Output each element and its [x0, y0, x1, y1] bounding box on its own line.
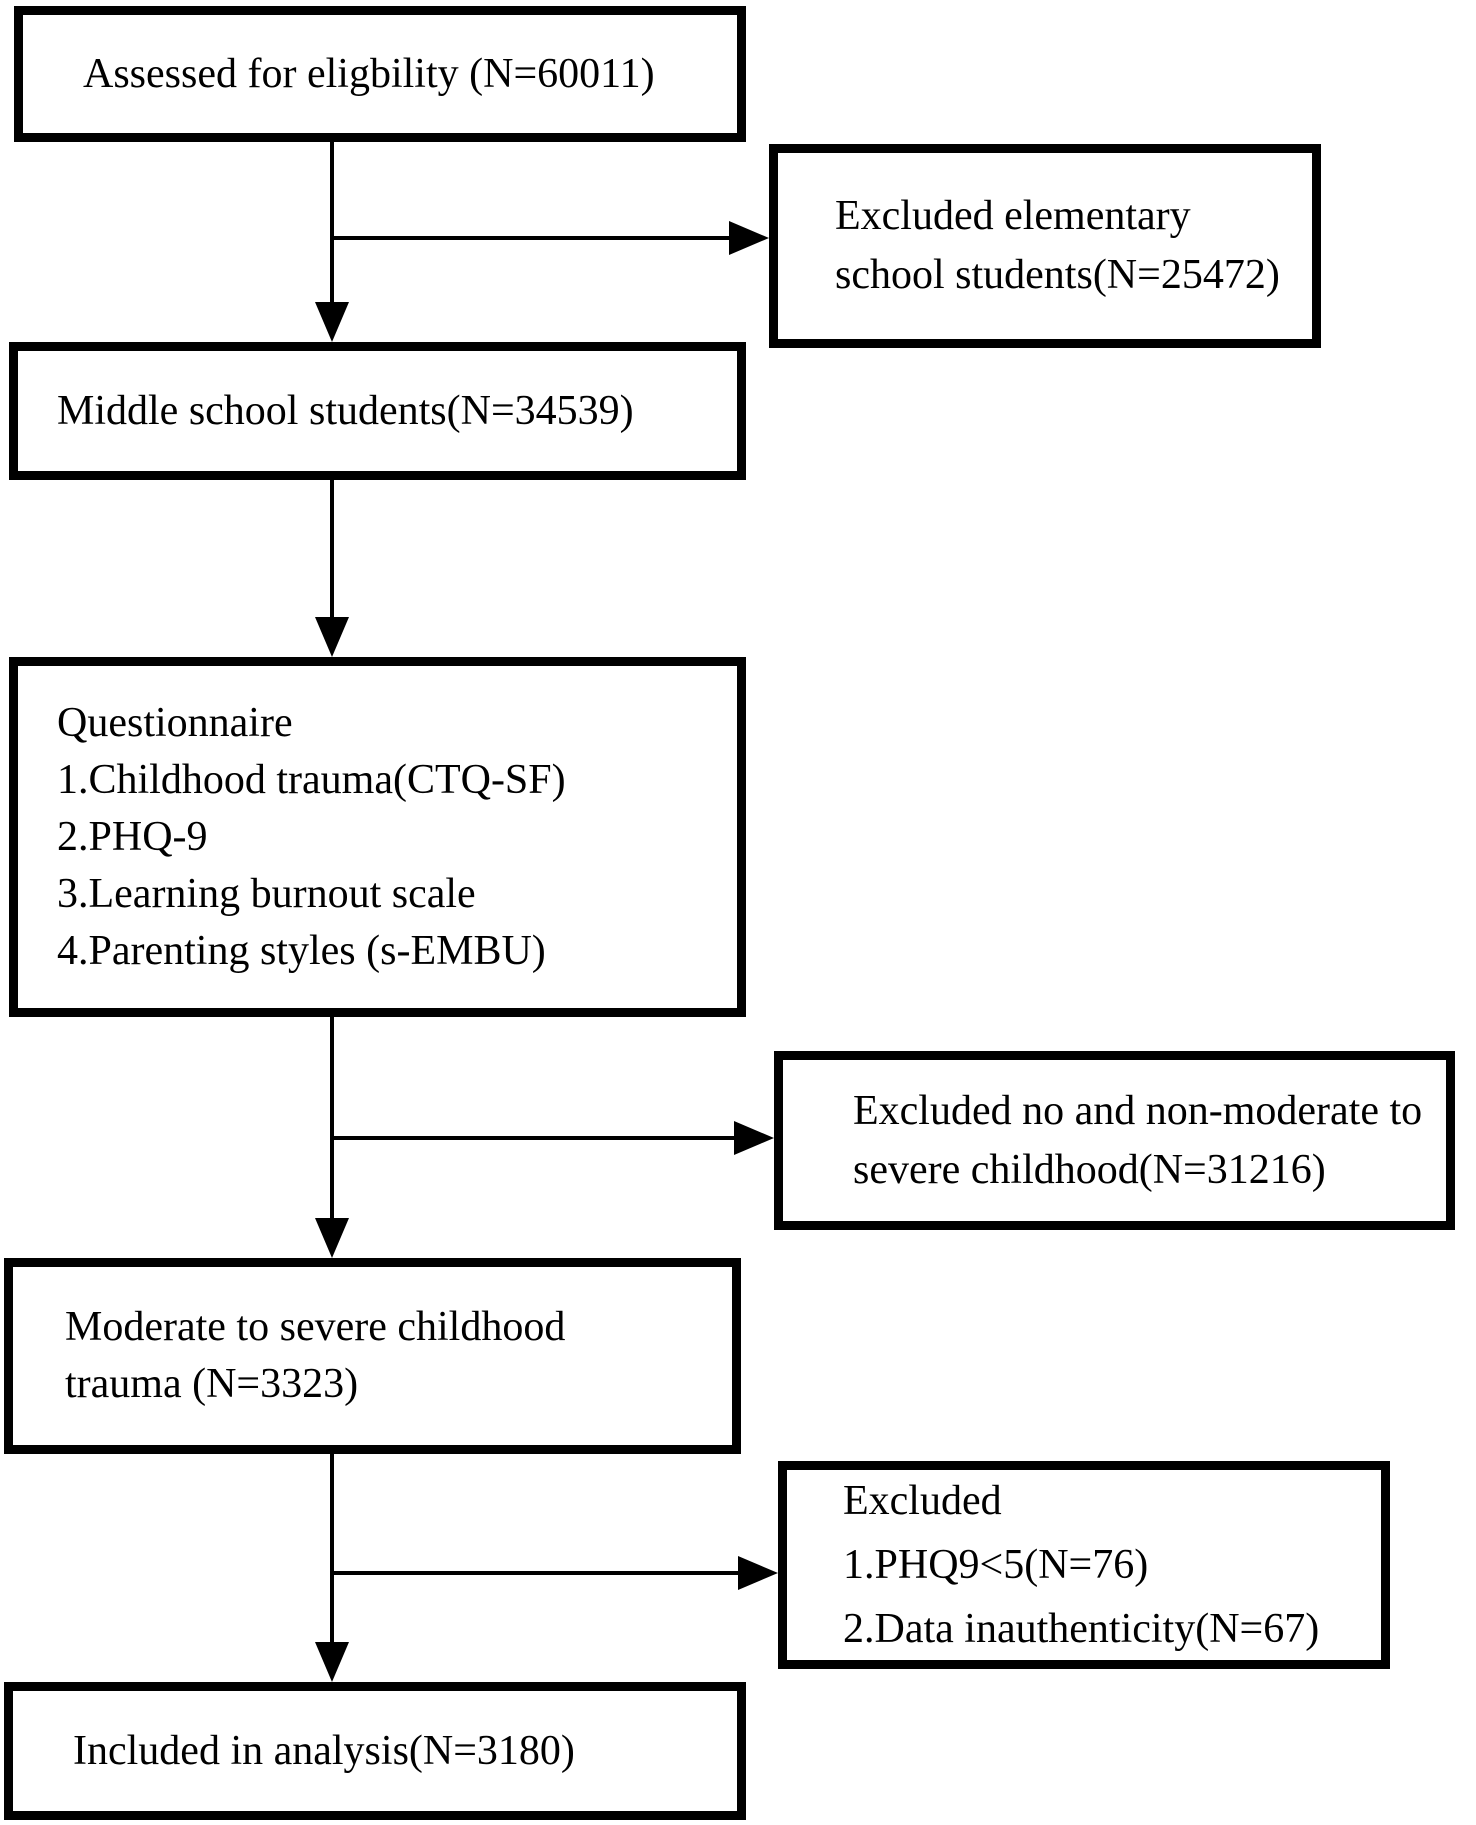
- box-moderate-severe: Moderate to severe childhood trauma (N=3…: [4, 1258, 741, 1454]
- connector-assessed-to-middle: [330, 142, 334, 306]
- box-questionnaire: Questionnaire 1.Childhood trauma(CTQ-SF)…: [9, 657, 746, 1017]
- box-included-text: Included in analysis(N=3180): [73, 1727, 575, 1774]
- connector-branch-excluded-phq: [332, 1571, 740, 1575]
- box-excluded-childhood: Excluded no and non-moderate to severe c…: [774, 1051, 1455, 1230]
- box-assessed: Assessed for eligbility (N=60011): [14, 6, 746, 142]
- arrowhead-into-questionnaire: [315, 617, 349, 657]
- box-assessed-text: Assessed for eligbility (N=60011): [83, 50, 655, 97]
- box-excluded-elementary-line1: Excluded elementary: [835, 193, 1191, 239]
- box-questionnaire-item1: 1.Childhood trauma(CTQ-SF): [57, 756, 566, 803]
- box-included: Included in analysis(N=3180): [4, 1682, 746, 1820]
- box-questionnaire-title: Questionnaire: [57, 699, 293, 746]
- arrowhead-into-moderate: [315, 1218, 349, 1258]
- box-middle-school: Middle school students(N=34539): [9, 342, 746, 480]
- connector-branch-excluded-childhood: [332, 1136, 736, 1140]
- arrowhead-into-excluded-elementary: [729, 221, 769, 255]
- box-questionnaire-item2: 2.PHQ-9: [57, 813, 208, 860]
- box-excluded-childhood-line2: severe childhood(N=31216): [853, 1146, 1326, 1193]
- box-excluded-childhood-line1: Excluded no and non-moderate to: [853, 1087, 1423, 1134]
- box-moderate-severe-line1: Moderate to severe childhood: [65, 1304, 566, 1350]
- arrowhead-into-included: [315, 1642, 349, 1682]
- box-moderate-severe-line2: trauma (N=3323): [65, 1361, 359, 1407]
- box-excluded-elementary: Excluded elementary school students(N=25…: [769, 144, 1321, 348]
- box-excluded-phq-item1: 1.PHQ9<5(N=76): [843, 1542, 1149, 1588]
- box-middle-school-text: Middle school students(N=34539): [57, 387, 634, 434]
- connector-branch-excluded-elementary: [332, 236, 731, 240]
- box-excluded-phq-item2: 2.Data inauthenticity(N=67): [843, 1606, 1320, 1652]
- box-excluded-phq-title: Excluded: [843, 1478, 1002, 1524]
- box-excluded-elementary-line2: school students(N=25472): [835, 252, 1280, 298]
- box-questionnaire-item3: 3.Learning burnout scale: [57, 870, 476, 917]
- box-excluded-phq-data: Excluded 1.PHQ9<5(N=76) 2.Data inauthent…: [778, 1461, 1390, 1669]
- connector-questionnaire-to-moderate: [330, 1017, 334, 1220]
- connector-middle-to-questionnaire: [330, 480, 334, 620]
- arrowhead-into-excluded-childhood: [734, 1121, 774, 1155]
- box-questionnaire-item4: 4.Parenting styles (s-EMBU): [57, 927, 546, 974]
- arrowhead-into-middle-school: [315, 302, 349, 342]
- arrowhead-into-excluded-phq: [738, 1556, 778, 1590]
- connector-moderate-to-included: [330, 1454, 334, 1644]
